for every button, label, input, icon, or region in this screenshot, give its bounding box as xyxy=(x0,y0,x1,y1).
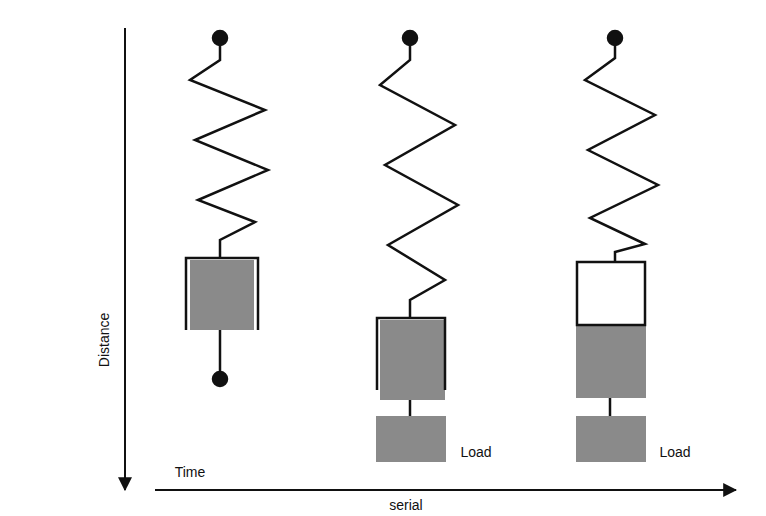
muscle-model-2 xyxy=(376,31,458,462)
muscle-model-1 xyxy=(186,31,268,386)
time-axis xyxy=(155,489,736,491)
load-label: Load xyxy=(460,445,491,459)
axis-label: Distance xyxy=(97,313,111,367)
distance-axis xyxy=(124,28,126,490)
axis-label: serial xyxy=(389,498,422,512)
muscle-model-3 xyxy=(576,31,658,462)
load-label: Load xyxy=(659,445,690,459)
axis-label: Time xyxy=(175,465,206,479)
